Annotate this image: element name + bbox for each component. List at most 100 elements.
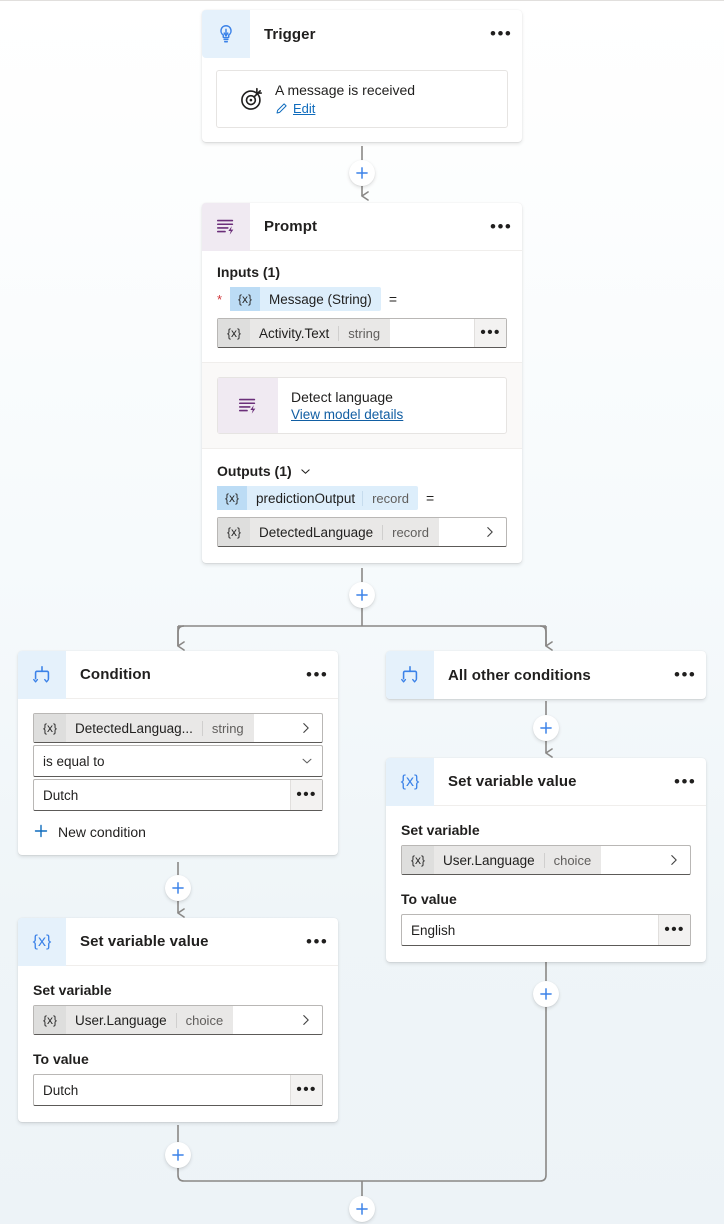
chevron-down-icon[interactable]	[292, 746, 322, 776]
new-condition-label: New condition	[58, 824, 146, 840]
add-step-after-all-other-conditions[interactable]	[533, 715, 559, 741]
condition-title: Condition	[80, 666, 151, 683]
plus-icon	[172, 882, 184, 894]
add-step-after-prompt[interactable]	[349, 582, 375, 608]
condition-value-more-button[interactable]: •••	[290, 780, 322, 810]
trigger-event-tile[interactable]: A message is received Edit	[216, 70, 508, 128]
set-variable-right-variable-field[interactable]: {x} User.Language choice	[401, 845, 691, 875]
set-variable-left-chip: {x} User.Language choice	[34, 1006, 234, 1034]
prompt-input-value-field[interactable]: {x} Activity.Text string •••	[217, 318, 507, 348]
plus-icon	[540, 988, 552, 1000]
prompt-input-value-chip: {x} Activity.Text string	[218, 319, 391, 347]
set-variable-right-more-button[interactable]: •••	[674, 771, 697, 791]
chevron-right-icon[interactable]	[658, 846, 690, 874]
variable-x-icon: {x}	[34, 714, 67, 742]
prompt-outputs-label-row[interactable]: Outputs (1)	[217, 463, 507, 479]
set-variable-right-variable-type: choice	[543, 852, 602, 868]
prompt-outputs-section: Outputs (1) {x} predictionOutput record …	[202, 449, 522, 563]
chevron-right-icon[interactable]	[474, 518, 506, 546]
set-variable-right-to-value-text[interactable]: English	[411, 922, 456, 938]
set-variable-right-chip: {x} User.Language choice	[402, 846, 602, 874]
trigger-bolt-icon	[202, 10, 250, 58]
add-step-after-condition[interactable]	[165, 875, 191, 901]
condition-value-text[interactable]: Dutch	[43, 787, 79, 803]
add-step-after-set-variable-left[interactable]	[165, 1142, 191, 1168]
variable-x-icon: {x}	[34, 1006, 67, 1034]
prompt-model-section: Detect language View model details	[202, 362, 522, 449]
set-variable-right-to-value-label: To value	[401, 891, 457, 907]
node-prompt[interactable]: Prompt ••• Inputs (1) * {x} Message (Str…	[202, 202, 522, 563]
condition-operator-select[interactable]: is equal to	[33, 745, 323, 777]
field-spacer	[254, 714, 290, 742]
condition-operand-type: string	[201, 720, 254, 736]
set-variable-right-to-value-field[interactable]: English •••	[401, 914, 691, 946]
trigger-event-text: A message is received Edit	[275, 82, 415, 116]
required-marker: *	[217, 291, 223, 307]
prompt-header: Prompt •••	[202, 202, 522, 251]
add-step-after-trigger[interactable]	[349, 160, 375, 186]
prompt-output-value-name: DetectedLanguage	[259, 524, 374, 540]
prompt-title: Prompt	[264, 218, 318, 235]
add-step-after-merge[interactable]	[349, 1196, 375, 1222]
prompt-input-value-more-button[interactable]: •••	[474, 319, 506, 347]
set-variable-right-to-value-more-button[interactable]: •••	[658, 915, 690, 945]
plus-icon	[33, 823, 49, 841]
view-model-details-link[interactable]: View model details	[291, 407, 404, 422]
plus-icon	[540, 722, 552, 734]
trigger-body: A message is received Edit	[202, 58, 522, 142]
prompt-inputs-label: Inputs (1)	[217, 264, 280, 280]
add-step-after-set-variable-right[interactable]	[533, 981, 559, 1007]
set-variable-left-label: Set variable	[33, 982, 112, 998]
variable-x-icon: {x}	[402, 846, 435, 874]
prompt-output-value-type: record	[382, 524, 439, 540]
condition-operator-value: is equal to	[43, 753, 105, 769]
prompt-model-title: Detect language	[291, 389, 393, 405]
condition-value-field[interactable]: Dutch •••	[33, 779, 323, 811]
prompt-more-button[interactable]: •••	[490, 216, 513, 236]
prompt-outputs-label: Outputs (1)	[217, 463, 292, 479]
field-spacer	[233, 1006, 290, 1034]
set-variable-left-more-button[interactable]: •••	[306, 931, 329, 951]
condition-more-button[interactable]: •••	[306, 664, 329, 684]
set-variable-left-variable-field[interactable]: {x} User.Language choice	[33, 1005, 323, 1035]
trigger-edit-row[interactable]: Edit	[275, 101, 415, 116]
prompt-input-name: Message (String)	[269, 291, 372, 307]
variable-x-icon: {x}	[218, 319, 251, 347]
chevron-right-icon[interactable]	[290, 714, 322, 742]
node-all-other-conditions[interactable]: All other conditions •••	[386, 651, 706, 699]
trigger-edit-link[interactable]: Edit	[293, 101, 316, 116]
node-set-variable-left[interactable]: {x} Set variable value ••• Set variable …	[18, 917, 338, 1122]
prompt-output-value-field[interactable]: {x} DetectedLanguage record	[217, 517, 507, 547]
trigger-title: Trigger	[264, 25, 316, 43]
prompt-output-parameter: {x} predictionOutput record =	[217, 486, 507, 510]
node-condition[interactable]: Condition ••• {x} DetectedLanguag... str…	[18, 650, 338, 855]
prompt-output-name: predictionOutput	[256, 490, 356, 506]
set-variable-left-to-value-field[interactable]: Dutch •••	[33, 1074, 323, 1106]
prompt-input-value-type: string	[338, 325, 390, 341]
message-target-icon	[229, 86, 275, 112]
variable-x-icon: {x}	[218, 518, 251, 546]
set-variable-right-label: Set variable	[401, 822, 480, 838]
field-spacer	[390, 319, 474, 347]
new-condition-button[interactable]: New condition	[33, 823, 323, 841]
trigger-more-button[interactable]: •••	[490, 24, 513, 43]
condition-operand-field[interactable]: {x} DetectedLanguag... string	[33, 713, 323, 743]
top-divider	[0, 0, 724, 1]
node-set-variable-right[interactable]: {x} Set variable value ••• Set variable …	[386, 757, 706, 962]
all-other-conditions-title: All other conditions	[448, 666, 591, 684]
set-variable-left-variable-type: choice	[175, 1012, 234, 1028]
branch-icon	[386, 651, 434, 699]
set-variable-left-to-value-more-button[interactable]: •••	[290, 1075, 322, 1105]
pencil-icon	[275, 102, 288, 115]
prompt-input-value-name: Activity.Text	[259, 325, 330, 341]
chevron-down-icon[interactable]	[299, 465, 312, 478]
set-variable-right-title: Set variable value	[448, 773, 577, 790]
condition-operand-chip: {x} DetectedLanguag... string	[34, 714, 254, 742]
all-other-conditions-more-button[interactable]: •••	[674, 665, 697, 684]
field-spacer	[439, 518, 474, 546]
chevron-right-icon[interactable]	[290, 1006, 322, 1034]
node-trigger[interactable]: Trigger ••• A message is received	[202, 10, 522, 142]
prompt-model-tile[interactable]: Detect language View model details	[217, 377, 507, 434]
set-variable-left-to-value-text[interactable]: Dutch	[43, 1082, 79, 1098]
plus-icon	[356, 1203, 368, 1215]
